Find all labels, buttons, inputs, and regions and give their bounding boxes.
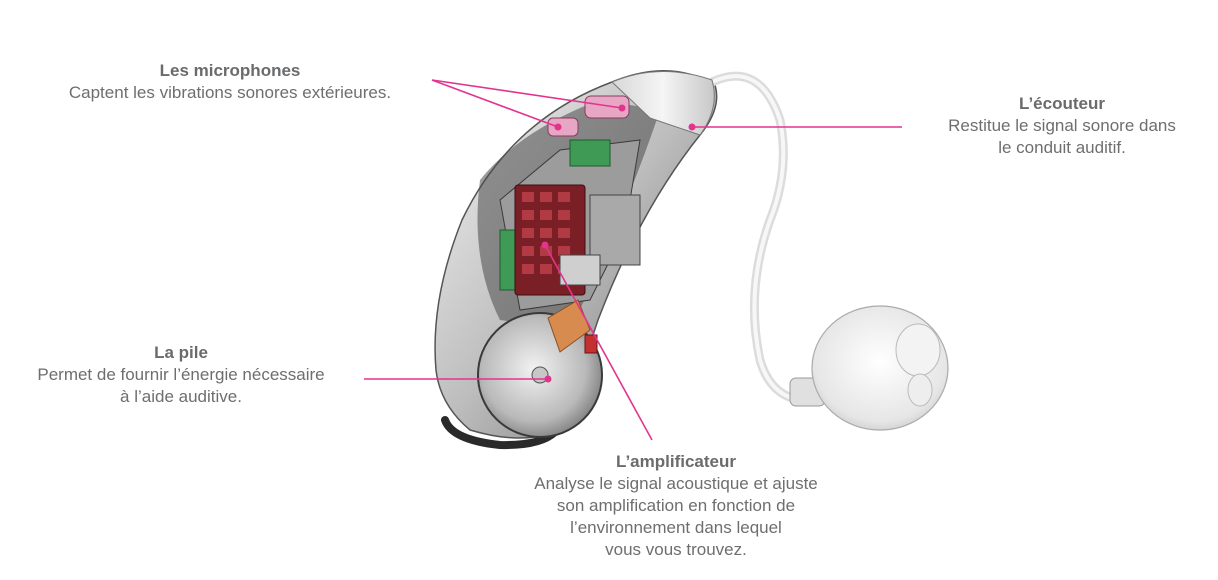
callout-title: L’écouteur: [1019, 94, 1105, 113]
callout-lines: [364, 79, 902, 441]
microphones-leader-line-2: [431, 79, 559, 128]
battery-component: [477, 299, 603, 438]
callout-amplificateur: L’amplificateur Analyse le signal acoust…: [476, 451, 876, 561]
ear-dome: [789, 305, 949, 431]
callout-microphones: Les microphones Captent les vibrations s…: [30, 60, 430, 104]
microphones-leader-line: [431, 79, 623, 109]
callout-description: Analyse le signal acoustique et ajuste s…: [534, 474, 818, 559]
callout-description: Restitue le signal sonore dans le condui…: [948, 116, 1176, 157]
amplificateur-leader-line: [544, 244, 653, 441]
callout-title: La pile: [154, 343, 208, 362]
callout-pile: La pile Permet de fournir l’énergie néce…: [4, 342, 358, 408]
receiver-block: [559, 194, 641, 286]
callout-title: L’amplificateur: [616, 452, 736, 471]
callout-description: Captent les vibrations sonores extérieur…: [68, 83, 392, 102]
ear-tube: [611, 70, 805, 405]
callout-title: Les microphones: [159, 61, 301, 80]
microphones-component: [547, 95, 630, 137]
callout-ecouteur: L’écouteur Restitue le signal sonore dan…: [912, 93, 1212, 159]
callout-description: Permet de fournir l’énergie nécessaire à…: [37, 365, 325, 406]
